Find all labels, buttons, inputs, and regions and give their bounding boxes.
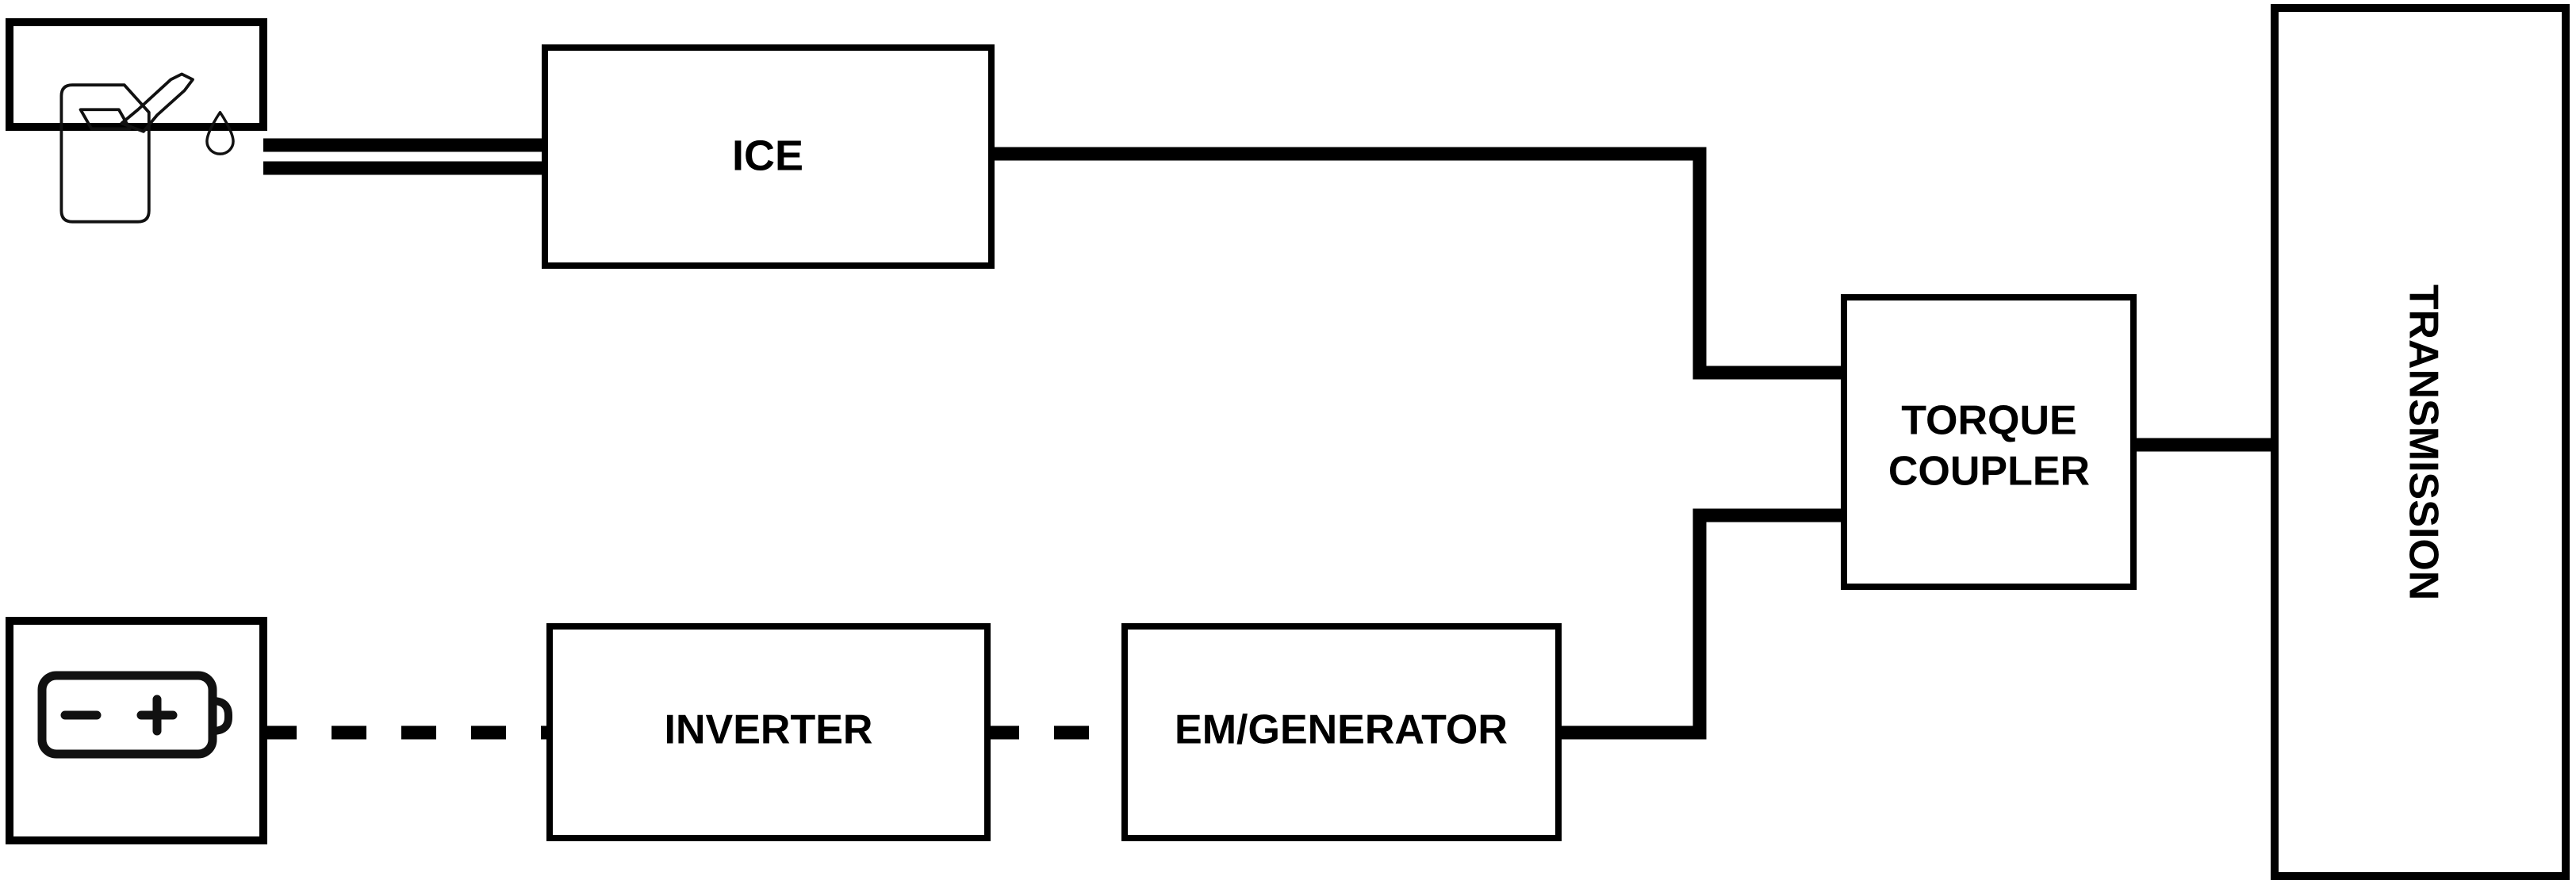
ice-box[interactable] xyxy=(542,44,995,269)
battery-body xyxy=(37,671,217,759)
block-battery[interactable] xyxy=(6,617,267,844)
fuel-can-icon xyxy=(59,72,235,224)
battery-terminal xyxy=(209,697,232,735)
block-inverter[interactable]: INVERTER xyxy=(546,623,991,841)
block-fuel-tank[interactable] xyxy=(6,18,267,224)
torque-coupler-box[interactable] xyxy=(1841,294,2137,590)
inverter-box[interactable] xyxy=(546,623,991,841)
transmission-label: TRANSMISSION xyxy=(2400,285,2446,601)
em-generator-box[interactable] xyxy=(1121,623,1562,841)
torque-coupler-label-line-2: COUPLER xyxy=(1888,449,2090,495)
ice-label: ICE xyxy=(732,132,803,179)
battery-icon xyxy=(37,671,232,759)
connection-ice-to-torque-coupler xyxy=(990,147,1850,380)
em-generator-label: EM/GENERATOR xyxy=(1175,707,1508,753)
inverter-label: INVERTER xyxy=(665,707,873,753)
block-transmission[interactable]: TRANSMISSION xyxy=(2271,4,2570,880)
torque-coupler-label-line-1: TORQUE xyxy=(1901,398,2077,444)
block-torque-coupler[interactable]: TORQUE COUPLER xyxy=(1841,294,2137,590)
connection-em-generator-to-torque-coupler xyxy=(1557,508,1850,740)
block-em-generator[interactable]: EM/GENERATOR xyxy=(1121,623,1562,841)
block-ice[interactable]: ICE xyxy=(542,44,995,269)
battery-plus-icon xyxy=(136,695,178,736)
transmission-box[interactable] xyxy=(2271,4,2570,880)
